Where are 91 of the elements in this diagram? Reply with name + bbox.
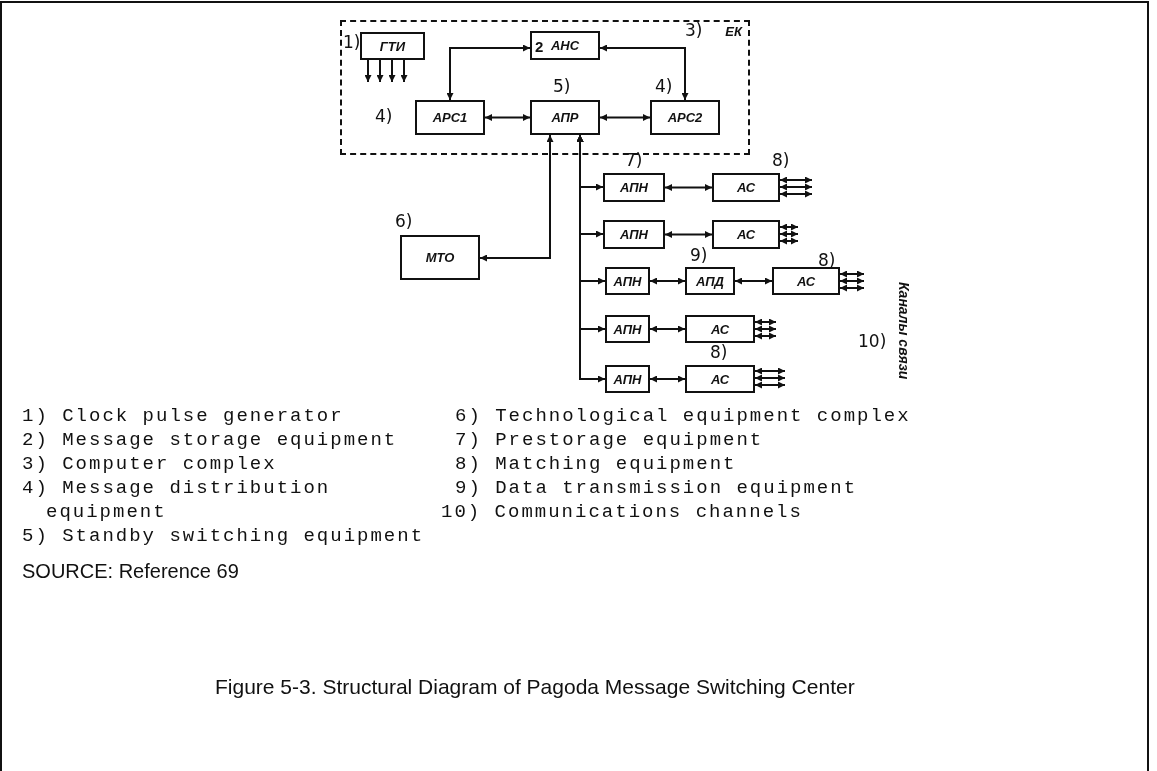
key-item: 4) Message distribution equipment xyxy=(22,476,332,524)
box-label: АС xyxy=(736,227,756,242)
arrow xyxy=(779,223,799,231)
arrow xyxy=(839,270,865,278)
callout-number: 6) xyxy=(395,213,413,230)
key-item: 7) Prestorage equipment xyxy=(455,428,764,452)
key-item: 9) Data transmission equipment xyxy=(455,476,858,500)
arrow xyxy=(754,381,786,389)
process-box xyxy=(685,315,755,343)
callout-number: 9) xyxy=(690,247,708,264)
callout-number: 8) xyxy=(772,152,790,169)
key-item: 10) Communications channels xyxy=(441,500,803,524)
box-label: ГТИ xyxy=(379,38,406,54)
box-label: АС xyxy=(736,180,756,195)
arrow xyxy=(839,284,865,292)
box-label: АПР xyxy=(551,110,579,125)
process-box xyxy=(605,315,650,343)
arrow xyxy=(779,230,799,238)
box-label: АС xyxy=(710,371,730,387)
arrow xyxy=(364,59,372,83)
arrow xyxy=(754,374,786,382)
callout-number: 1) xyxy=(343,34,361,51)
process-box xyxy=(603,220,665,249)
box-label: АПД xyxy=(696,273,724,289)
arrow xyxy=(779,183,813,191)
key-item: 2) Message storage equipment xyxy=(22,428,398,452)
box-label: АНС xyxy=(550,38,580,53)
arrow xyxy=(734,277,773,285)
box-label: АРС1 xyxy=(432,110,468,125)
key-item: 5) Standby switching equipment xyxy=(22,524,425,548)
box-label: АРС2 xyxy=(667,110,703,125)
process-box xyxy=(685,365,755,393)
box-label: АПН xyxy=(620,180,648,195)
process-box xyxy=(712,173,780,202)
process-box xyxy=(605,267,650,295)
box-label: АПН xyxy=(620,227,648,242)
group-label: ЕК xyxy=(725,24,742,39)
process-box xyxy=(772,267,840,295)
arrow xyxy=(388,59,396,83)
callout-number: 8) xyxy=(710,344,728,361)
process-box xyxy=(605,365,650,393)
channel-label: Каналы связи xyxy=(896,282,912,380)
arrow xyxy=(754,325,777,333)
process-box xyxy=(650,100,720,135)
arrow xyxy=(649,325,686,333)
arrow xyxy=(479,134,554,262)
arrow xyxy=(599,44,689,101)
arrow xyxy=(376,59,384,83)
process-box xyxy=(530,100,600,135)
arrow xyxy=(754,332,777,340)
callout-number: 5) xyxy=(553,78,571,95)
box-label: АС xyxy=(710,321,730,337)
arrow xyxy=(576,134,606,383)
arrow xyxy=(839,277,865,285)
arrow xyxy=(446,44,531,101)
arrow xyxy=(649,375,686,383)
key-item: 1) Clock pulse generator xyxy=(22,404,344,428)
arrow xyxy=(779,237,799,245)
key-item: 3) Computer complex xyxy=(22,452,277,476)
callout-number: 4) xyxy=(375,108,393,125)
box-label: АПН xyxy=(613,371,642,387)
arrow xyxy=(484,114,531,121)
process-box xyxy=(400,235,480,280)
arrow xyxy=(400,59,408,83)
arrow xyxy=(599,114,651,121)
callout-number: 4) xyxy=(655,78,673,95)
callout-number: 10) xyxy=(858,333,887,350)
key-item: 8) Matching equipment xyxy=(455,452,737,476)
process-box xyxy=(685,267,735,295)
arrow xyxy=(664,184,713,191)
arrow xyxy=(649,277,686,285)
key-item: 6) Technological equipment complex xyxy=(455,404,911,428)
box-label: АС xyxy=(796,273,816,289)
process-box xyxy=(415,100,485,135)
box-label: АПН xyxy=(613,273,642,289)
process-box xyxy=(712,220,780,249)
process-box xyxy=(360,32,425,60)
box-label: АПН xyxy=(613,321,642,337)
callout-number: 3) xyxy=(685,22,703,39)
callout-number: 8) xyxy=(818,252,836,269)
callout-number: 2 xyxy=(535,38,544,55)
arrow xyxy=(779,176,813,184)
box-label: МТО xyxy=(425,250,455,265)
process-box xyxy=(603,173,665,202)
arrow xyxy=(664,231,713,238)
arrow xyxy=(754,318,777,326)
figure-caption: Figure 5-3. Structural Diagram of Pagoda Message Switching Center xyxy=(215,674,856,700)
arrow xyxy=(779,190,813,198)
arrow xyxy=(754,367,786,375)
source-note: SOURCE: Reference 69 xyxy=(22,560,239,583)
process-box xyxy=(530,31,600,60)
